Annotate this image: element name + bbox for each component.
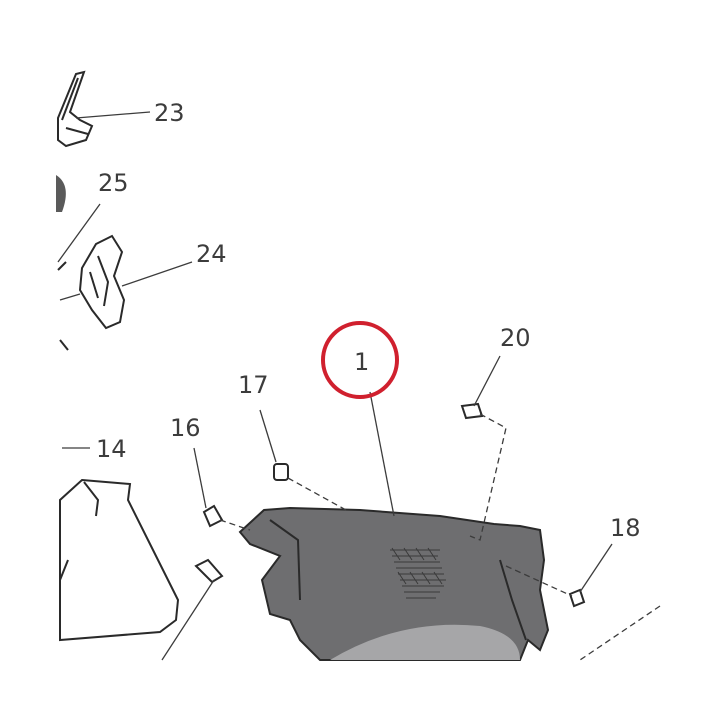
callout-18: 18 [610, 514, 641, 542]
callout-24: 24 [196, 240, 227, 268]
part-24-bracket [59, 234, 126, 351]
part-20-clip [460, 402, 484, 420]
part-16-clip [202, 504, 224, 528]
highlight-circle [321, 321, 399, 399]
part-23-bracket [57, 70, 94, 148]
small-clip [194, 558, 224, 584]
part-17-grommet [273, 463, 289, 481]
callout-1: 1 [354, 348, 369, 376]
part-25-partial [56, 175, 67, 271]
callout-17: 17 [238, 371, 269, 399]
callout-16: 16 [170, 414, 201, 442]
part-18-screw [568, 588, 586, 608]
callout-25: 25 [98, 169, 129, 197]
callout-23: 23 [154, 99, 185, 127]
leader-lines [57, 111, 661, 661]
part-1-fairing-panel [238, 506, 550, 661]
part-14-cover [59, 478, 180, 642]
callout-14: 14 [96, 435, 127, 463]
callout-20: 20 [500, 324, 531, 352]
